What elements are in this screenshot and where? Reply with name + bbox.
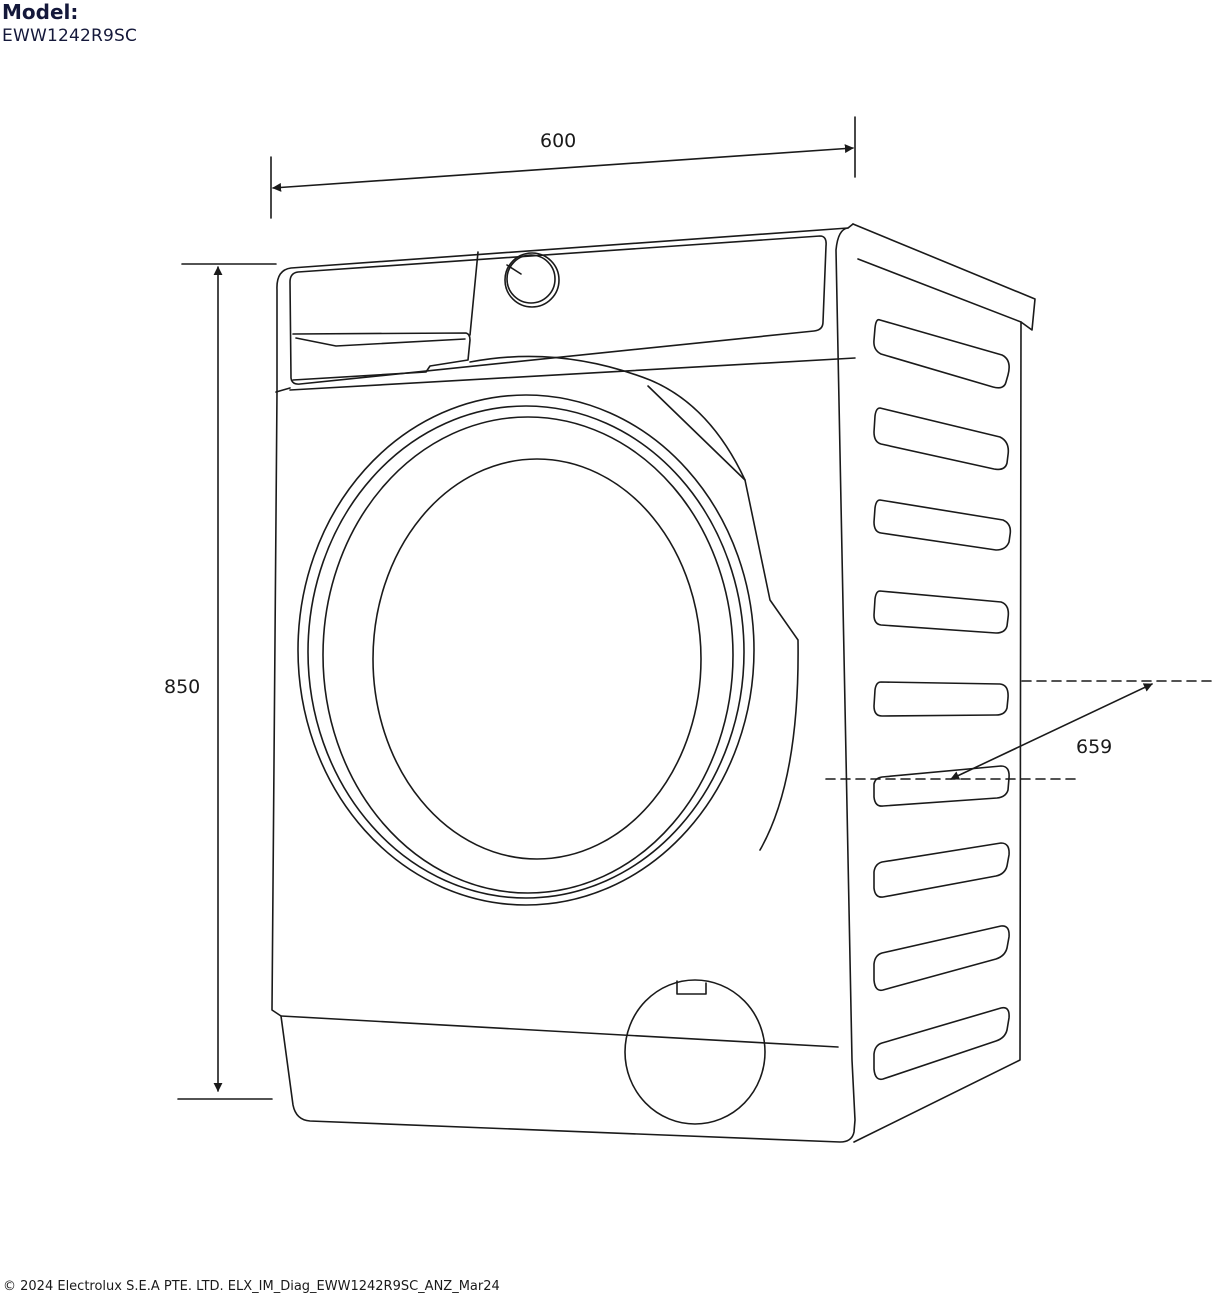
door-hinge-bulge	[469, 355, 799, 851]
height-dimension	[177, 263, 277, 1100]
plinth-line	[280, 1015, 839, 1048]
door-hinge-edge	[647, 385, 746, 481]
side-rib	[873, 407, 1010, 471]
side-rib	[873, 681, 1009, 717]
height-dimension-label: 850	[164, 676, 200, 698]
side-ribs	[873, 318, 1012, 1081]
width-dimension	[270, 116, 856, 219]
control-panel	[289, 235, 827, 385]
copyright-footer: © 2024 Electrolux S.E.A PTE. LTD. ELX_IM…	[3, 1279, 500, 1294]
program-dial-indicator	[506, 264, 522, 275]
depth-dimension	[825, 680, 1213, 780]
side-rib	[873, 499, 1012, 551]
drawer-handle-line	[295, 337, 466, 347]
program-dial-knob	[504, 252, 560, 308]
control-panel-corner	[275, 387, 291, 393]
model-label: Model:	[2, 0, 79, 24]
door-outer-ring	[297, 394, 755, 906]
side-rib	[873, 590, 1010, 634]
side-rib	[873, 318, 1010, 389]
side-panel-outline	[852, 223, 1036, 1143]
program-dial-inner	[506, 254, 556, 304]
side-rib	[873, 765, 1010, 807]
washing-machine	[271, 223, 1036, 1143]
header: Model: EWW1242R9SC	[2, 0, 137, 48]
door-inner-ring	[322, 416, 734, 894]
drawer-divider	[469, 251, 479, 336]
control-panel-lower-edge	[289, 357, 856, 391]
filter-hatch-tab	[676, 980, 707, 995]
door-middle-ring	[307, 405, 745, 899]
door-glass	[372, 458, 702, 860]
depth-dimension-label: 659	[1076, 736, 1112, 758]
side-rib	[873, 925, 1010, 992]
depth-arrow	[950, 683, 1153, 780]
top-corner	[847, 223, 854, 229]
model-value: EWW1242R9SC	[2, 26, 138, 46]
side-rib	[873, 842, 1010, 898]
front-panel-outline	[271, 227, 856, 1143]
detergent-drawer	[292, 332, 471, 381]
filter-hatch	[624, 979, 766, 1125]
side-rib	[873, 1006, 1010, 1081]
width-dimension-label: 600	[540, 130, 576, 152]
top-side-edge	[857, 258, 1022, 323]
width-arrow	[272, 144, 854, 192]
